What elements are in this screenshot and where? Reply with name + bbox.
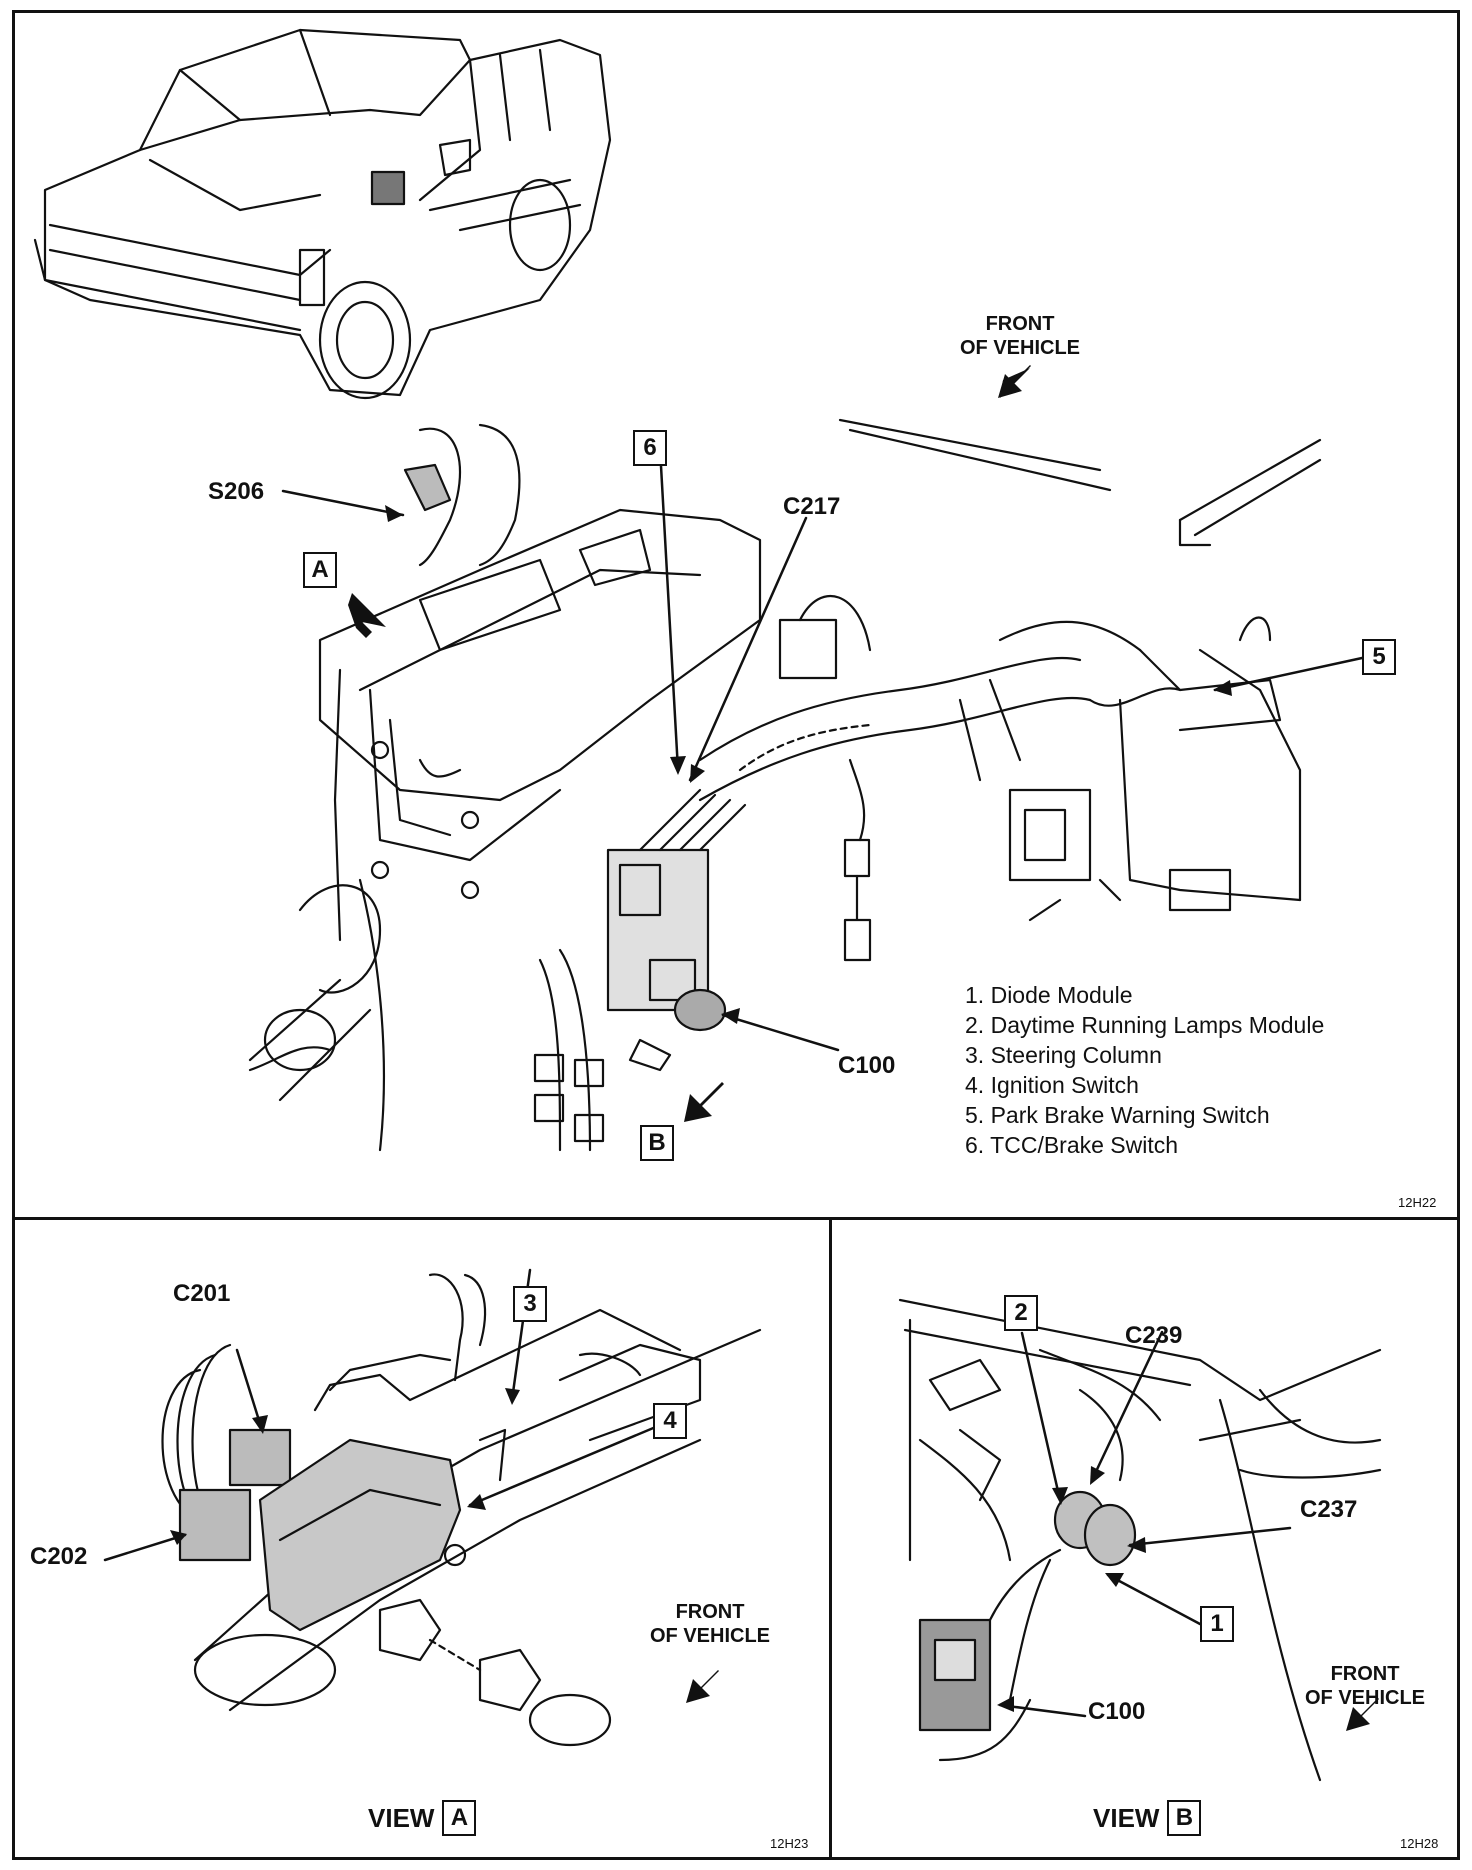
- front-line1: FRONT: [675, 1601, 745, 1623]
- box-5: 5: [1362, 639, 1396, 675]
- callout-s206: S206: [208, 478, 265, 505]
- vehicle-illustration: [33, 28, 612, 400]
- front-of-vehicle-view-b: FRONT OF VEHICLE: [1305, 1662, 1425, 1710]
- direction-arrows: [348, 365, 1379, 1731]
- view-a-caption: VIEW A: [368, 1800, 477, 1836]
- view-a-illustration: [161, 1273, 762, 1747]
- legend-item: 3. Steering Column: [965, 1042, 1162, 1068]
- view-word: VIEW: [1093, 1802, 1160, 1833]
- view-b-box: B: [1167, 1800, 1202, 1836]
- box-3: 3: [513, 1286, 547, 1322]
- figure-code-view-a: 12H23: [770, 1836, 809, 1851]
- box-1: 1: [1200, 1606, 1234, 1642]
- main-assembly: [248, 418, 1322, 1152]
- front-line2: OF VEHICLE: [960, 337, 1081, 359]
- callout-c100-view-b: C100: [1088, 1698, 1146, 1725]
- legend-item: 6. TCC/Brake Switch: [965, 1132, 1179, 1158]
- figure-code-main: 12H22: [1398, 1195, 1437, 1210]
- front-line1: FRONT: [1330, 1663, 1400, 1685]
- view-b-panel-frame: [829, 1217, 1460, 1860]
- legend-item: 1. Diode Module: [965, 982, 1133, 1008]
- legend: 1. Diode Module 2. Daytime Running Lamps…: [965, 980, 1324, 1160]
- callout-c217: C217: [783, 493, 841, 520]
- front-of-vehicle-main: FRONT OF VEHICLE: [960, 312, 1080, 360]
- box-a-main: A: [303, 552, 337, 588]
- legend-item: 5. Park Brake Warning Switch: [965, 1102, 1270, 1128]
- callout-c202: C202: [30, 1543, 88, 1570]
- arrowheads: [170, 505, 1232, 1712]
- legend-item: 4. Ignition Switch: [965, 1072, 1139, 1098]
- figure-code-view-b: 12H28: [1400, 1836, 1439, 1851]
- callout-c201: C201: [173, 1280, 231, 1307]
- box-4: 4: [653, 1403, 687, 1439]
- front-line1: FRONT: [985, 313, 1055, 335]
- view-b-illustration: [898, 1298, 1382, 1782]
- callout-c100-main: C100: [838, 1052, 896, 1079]
- box-6: 6: [633, 430, 667, 466]
- view-a-box: A: [442, 1800, 477, 1836]
- box-2: 2: [1004, 1295, 1038, 1331]
- callout-c239: C239: [1125, 1322, 1183, 1349]
- front-line2: OF VEHICLE: [1305, 1687, 1426, 1709]
- callout-c237: C237: [1300, 1496, 1358, 1523]
- leader-lines: [103, 464, 1364, 1718]
- view-word: VIEW: [368, 1802, 435, 1833]
- view-b-caption: VIEW B: [1093, 1800, 1202, 1836]
- front-line2: OF VEHICLE: [650, 1625, 771, 1647]
- box-b-main: B: [640, 1125, 674, 1161]
- legend-item: 2. Daytime Running Lamps Module: [965, 1012, 1325, 1038]
- front-of-vehicle-view-a: FRONT OF VEHICLE: [650, 1600, 770, 1648]
